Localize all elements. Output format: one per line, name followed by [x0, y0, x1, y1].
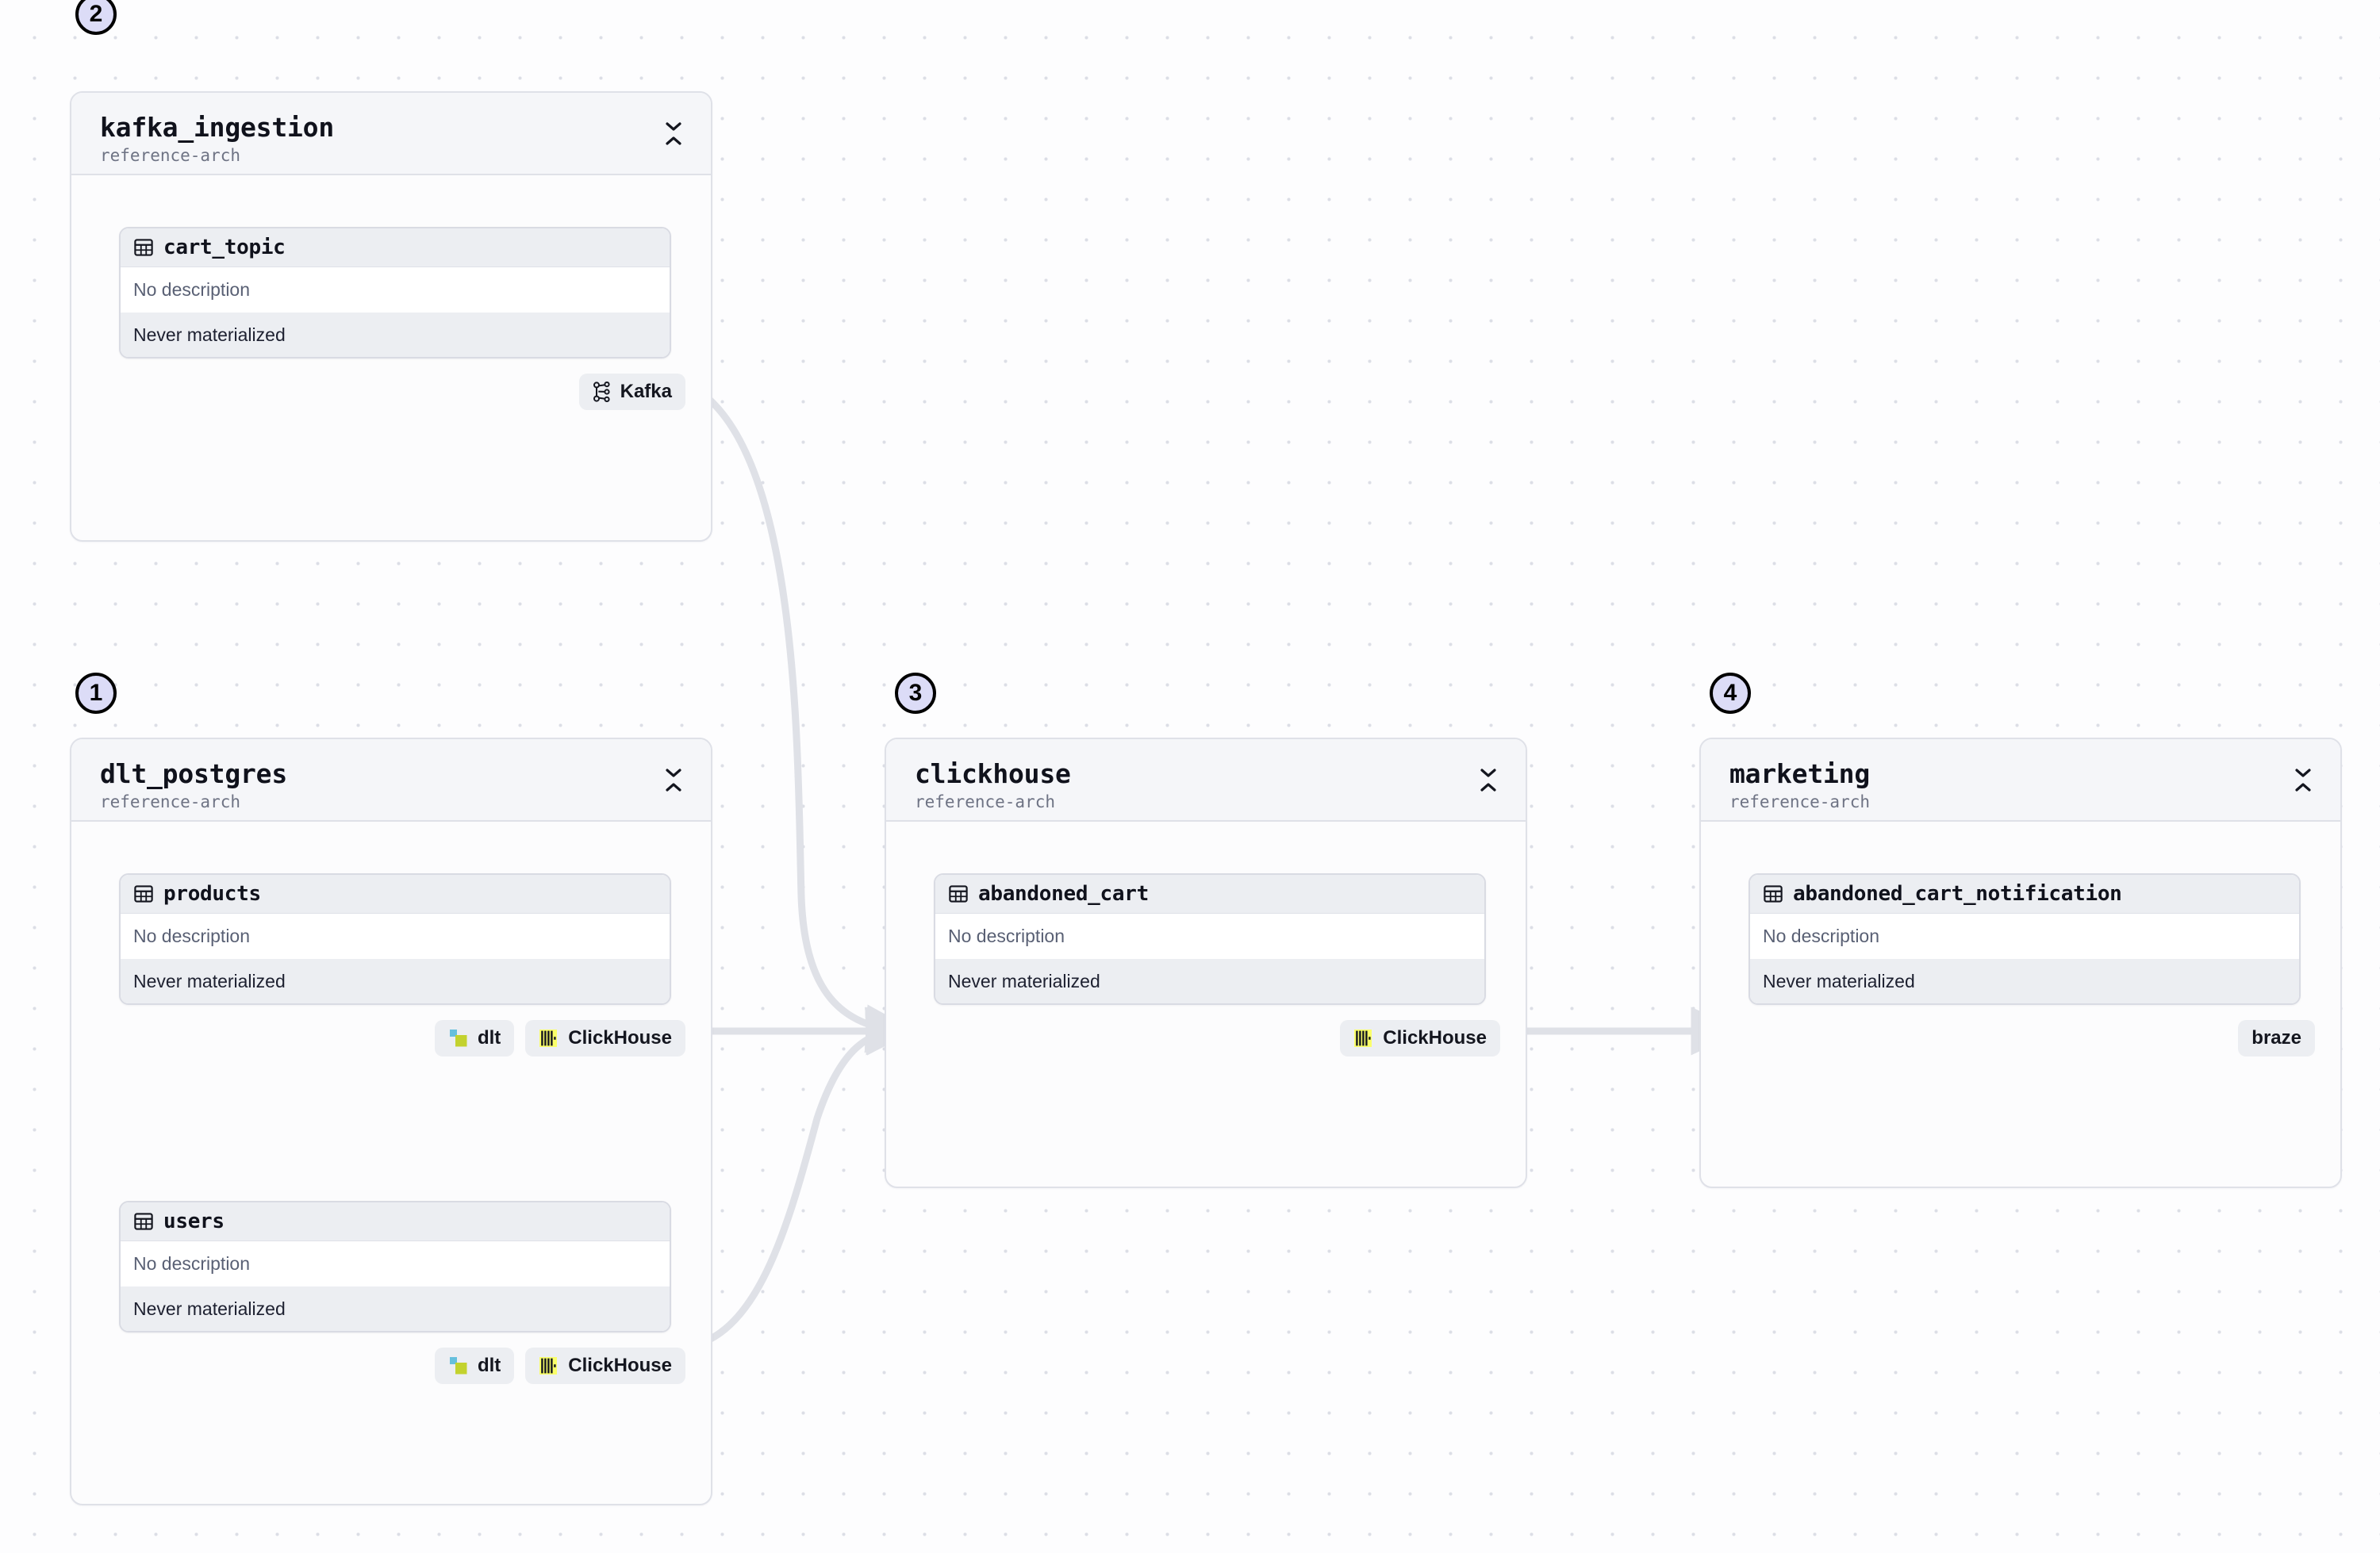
badge-label: dlt	[477, 1027, 501, 1049]
group-header-dlt-postgres[interactable]: dlt_postgres reference-arch	[71, 739, 711, 822]
kafka-logo-icon	[593, 382, 612, 402]
group-card-marketing[interactable]: marketing reference-arch	[1699, 738, 2342, 1188]
table-description: No description	[121, 914, 670, 959]
table-description: No description	[1750, 914, 2299, 959]
badge-label: dlt	[477, 1355, 501, 1376]
badge-label: ClickHouse	[568, 1355, 672, 1376]
group-card-kafka-ingestion[interactable]: kafka_ingestion reference-arch	[70, 91, 712, 542]
table-node-header: cart_topic	[121, 228, 670, 267]
table-materialization: Never materialized	[121, 1286, 670, 1331]
step-badge-4[interactable]: 4	[1710, 673, 1751, 714]
chevron-collapse-icon[interactable]	[660, 118, 687, 148]
chevron-collapse-icon[interactable]	[2290, 765, 2317, 795]
badge-label: ClickHouse	[568, 1027, 672, 1049]
dlt-logo-icon	[448, 1356, 469, 1376]
group-subtitle: reference-arch	[100, 792, 241, 811]
table-node-header: abandoned_cart	[935, 875, 1484, 914]
table-materialization: Never materialized	[1750, 959, 2299, 1003]
chevron-collapse-icon[interactable]	[1475, 765, 1502, 795]
group-card-clickhouse[interactable]: clickhouse reference-arch	[885, 738, 1527, 1188]
table-node-header: abandoned_cart_notification	[1750, 875, 2299, 914]
badge-braze[interactable]: braze	[2238, 1020, 2315, 1056]
badge-label: Kafka	[620, 381, 672, 402]
table-node-products[interactable]: products No description Never materializ…	[119, 873, 671, 1005]
clickhouse-logo-icon	[539, 1028, 559, 1049]
clickhouse-logo-icon	[1353, 1028, 1374, 1049]
chevron-collapse-icon[interactable]	[660, 765, 687, 795]
badge-clickhouse[interactable]: ClickHouse	[525, 1348, 685, 1384]
table-grid-icon	[133, 1211, 154, 1232]
group-header-marketing[interactable]: marketing reference-arch	[1701, 739, 2340, 822]
table-node-abandoned-cart[interactable]: abandoned_cart No description Never mate…	[934, 873, 1486, 1005]
table-node-header: products	[121, 875, 670, 914]
table-materialization: Never materialized	[121, 313, 670, 357]
group-subtitle: reference-arch	[1729, 792, 1871, 811]
table-description: No description	[935, 914, 1484, 959]
group-title: dlt_postgres	[100, 758, 288, 789]
table-name: cart_topic	[163, 236, 286, 259]
badge-row-abandoned-cart-notification: braze	[2238, 1020, 2315, 1056]
group-title: kafka_ingestion	[100, 112, 335, 143]
badge-dlt[interactable]: dlt	[434, 1020, 515, 1056]
badge-dlt[interactable]: dlt	[434, 1348, 515, 1384]
table-grid-icon	[133, 884, 154, 904]
dlt-logo-icon	[448, 1028, 469, 1049]
badge-row-products: dlt ClickHouse	[434, 1020, 685, 1056]
step-badge-2[interactable]: 2	[75, 0, 117, 35]
group-title: clickhouse	[915, 758, 1071, 789]
group-card-dlt-postgres[interactable]: dlt_postgres reference-arch	[70, 738, 712, 1505]
table-node-users[interactable]: users No description Never materialized	[119, 1201, 671, 1333]
table-node-abandoned-cart-notification[interactable]: abandoned_cart_notification No descripti…	[1749, 873, 2301, 1005]
group-title: marketing	[1729, 758, 1871, 789]
badge-label: ClickHouse	[1383, 1027, 1487, 1049]
table-node-cart-topic[interactable]: cart_topic No description Never material…	[119, 227, 671, 359]
table-node-header: users	[121, 1202, 670, 1241]
table-description: No description	[121, 1241, 670, 1286]
step-badge-1[interactable]: 1	[75, 673, 117, 714]
table-materialization: Never materialized	[935, 959, 1484, 1003]
badge-row-cart-topic: Kafka	[578, 374, 685, 410]
badge-clickhouse[interactable]: ClickHouse	[525, 1020, 685, 1056]
group-header-clickhouse[interactable]: clickhouse reference-arch	[886, 739, 1526, 822]
badge-kafka[interactable]: Kafka	[578, 374, 685, 410]
table-name: products	[163, 882, 261, 906]
table-name: abandoned_cart_notification	[1793, 882, 2122, 906]
clickhouse-logo-icon	[539, 1356, 559, 1376]
badge-row-users: dlt ClickHouse	[434, 1348, 685, 1384]
table-description: No description	[121, 267, 670, 313]
group-header-kafka-ingestion[interactable]: kafka_ingestion reference-arch	[71, 93, 711, 175]
group-subtitle: reference-arch	[100, 145, 241, 165]
table-grid-icon	[948, 884, 969, 904]
badge-row-abandoned-cart: ClickHouse	[1340, 1020, 1500, 1056]
badge-clickhouse[interactable]: ClickHouse	[1340, 1020, 1500, 1056]
badge-label: braze	[2251, 1027, 2301, 1049]
table-name: users	[163, 1210, 225, 1233]
table-materialization: Never materialized	[121, 959, 670, 1003]
table-grid-icon	[1763, 884, 1783, 904]
group-subtitle: reference-arch	[915, 792, 1056, 811]
table-name: abandoned_cart	[978, 882, 1149, 906]
step-badge-3[interactable]: 3	[895, 673, 936, 714]
table-grid-icon	[133, 237, 154, 258]
